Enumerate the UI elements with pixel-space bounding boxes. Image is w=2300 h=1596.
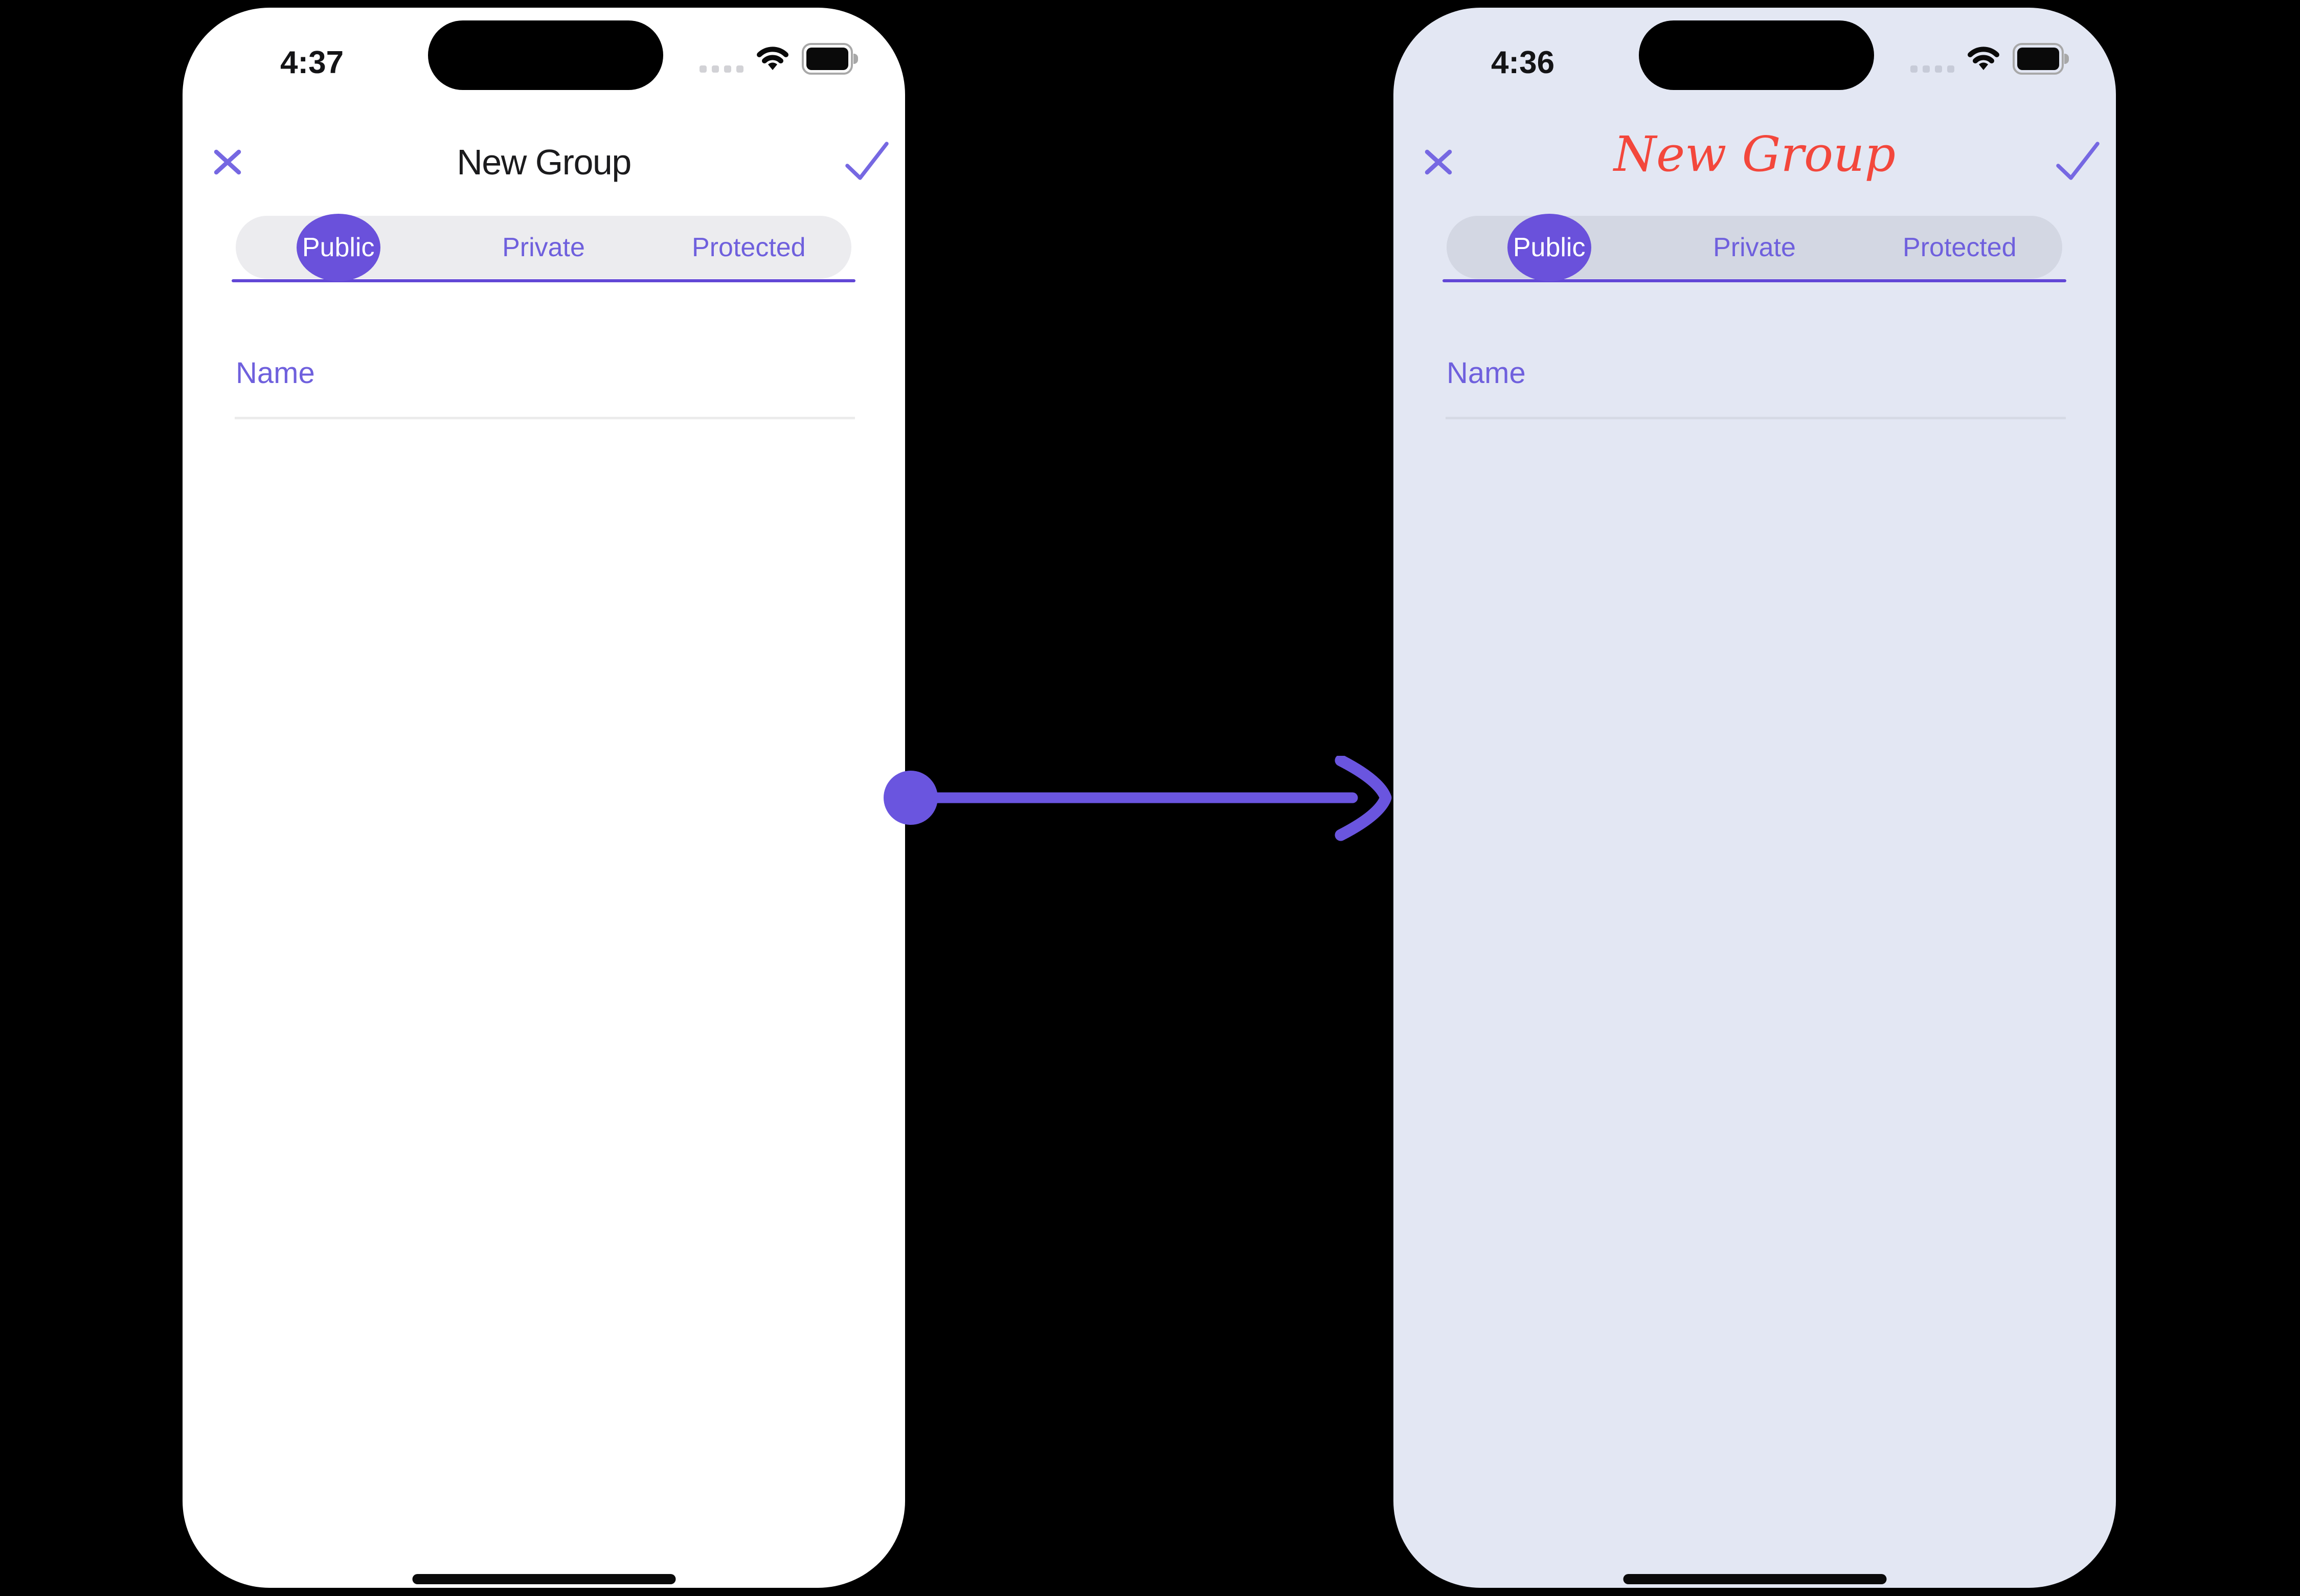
x-close-icon bbox=[213, 149, 242, 177]
tab-protected[interactable]: Protected bbox=[692, 232, 806, 262]
wifi-icon bbox=[1968, 46, 1999, 73]
home-indicator-bar bbox=[412, 1574, 675, 1584]
phone-right: 4:36 New Group bbox=[1393, 8, 2116, 1588]
cellular-dots-icon bbox=[700, 42, 743, 76]
group-type-segmented-control: Public Private Protected bbox=[232, 213, 855, 282]
battery-icon bbox=[802, 43, 858, 75]
checkmark-icon bbox=[844, 142, 890, 184]
status-time: 4:37 bbox=[280, 45, 344, 80]
dynamic-island bbox=[1639, 20, 1874, 90]
transition-arrow-icon bbox=[884, 756, 1392, 841]
cellular-dots-icon bbox=[1910, 42, 1954, 76]
tab-public[interactable]: Public bbox=[1447, 213, 1652, 281]
dynamic-island bbox=[428, 20, 663, 90]
page-title: New Group bbox=[1613, 126, 1896, 183]
wifi-icon bbox=[757, 46, 788, 73]
segmented-underline bbox=[232, 279, 855, 282]
battery-icon bbox=[2013, 43, 2069, 75]
tab-protected[interactable]: Protected bbox=[1903, 232, 2017, 262]
selected-tab-pill bbox=[296, 213, 380, 281]
confirm-button[interactable] bbox=[844, 141, 890, 182]
checkmark-icon bbox=[2055, 142, 2101, 184]
group-type-segmented-control: Public Private Protected bbox=[1442, 213, 2066, 282]
group-name-input[interactable] bbox=[1446, 348, 2066, 419]
close-button[interactable] bbox=[1424, 149, 1453, 175]
group-name-input[interactable] bbox=[235, 348, 855, 419]
segmented-track: Public Private Protected bbox=[1447, 213, 2062, 281]
status-time: 4:36 bbox=[1491, 45, 1555, 80]
home-indicator-bar bbox=[1623, 1574, 1886, 1584]
status-icons bbox=[1910, 42, 2069, 76]
tab-public[interactable]: Public bbox=[236, 213, 441, 281]
tab-private[interactable]: Private bbox=[502, 232, 585, 262]
phone-left: 4:37 New Group bbox=[183, 8, 905, 1588]
page-title: New Group bbox=[457, 142, 632, 182]
segmented-underline bbox=[1442, 279, 2066, 282]
selected-tab-pill bbox=[1507, 213, 1591, 281]
tab-private[interactable]: Private bbox=[1713, 232, 1796, 262]
status-icons bbox=[700, 42, 858, 76]
segmented-track: Public Private Protected bbox=[236, 213, 851, 281]
confirm-button[interactable] bbox=[2055, 141, 2101, 182]
x-close-icon bbox=[1424, 149, 1453, 177]
close-button[interactable] bbox=[213, 149, 242, 175]
